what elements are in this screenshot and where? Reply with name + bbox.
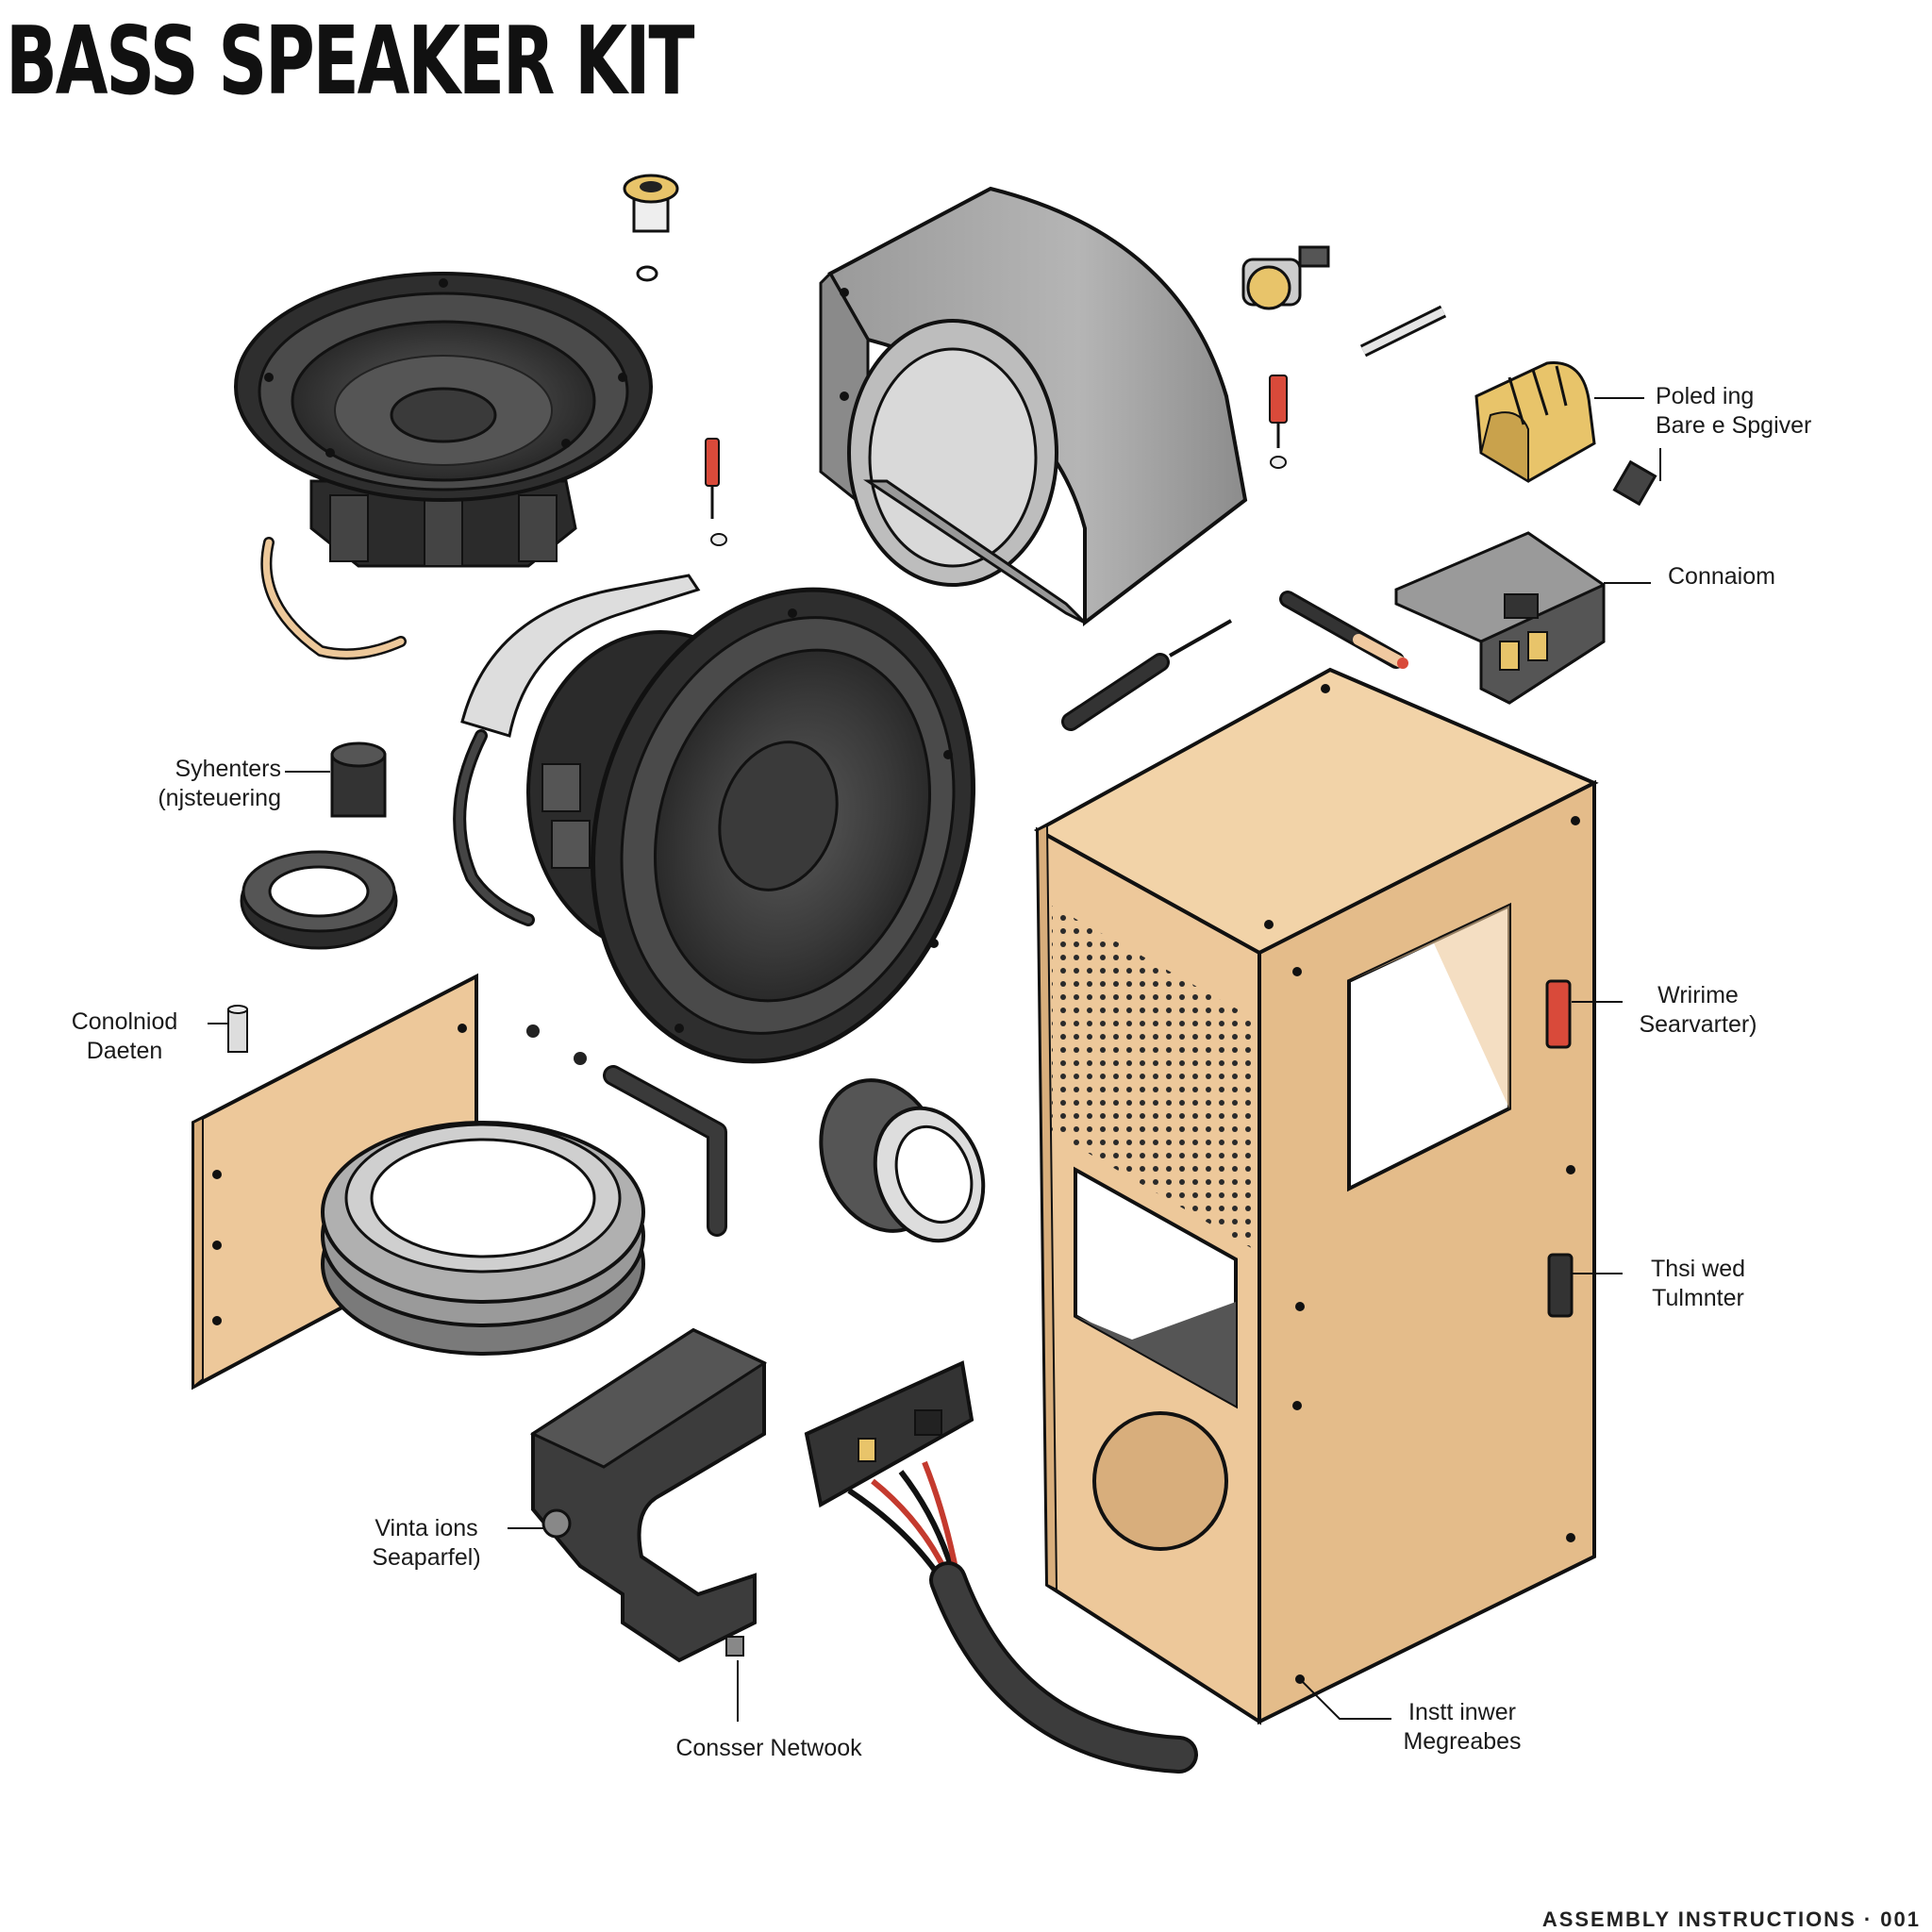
metal-rod (1359, 305, 1447, 358)
brass-connector (1241, 245, 1330, 310)
woofer-large (526, 587, 976, 1064)
red-pin-left (705, 438, 727, 546)
woofer-small (234, 272, 653, 568)
label-thsi-wed: Thsi wed Tulmnter (1627, 1255, 1769, 1313)
label-line: Conolniod (71, 1008, 178, 1035)
clamp-arc (453, 574, 701, 926)
metal-ring (321, 1121, 645, 1356)
rubber-ring (240, 850, 398, 950)
gasket-arc (260, 537, 407, 660)
brass-terminal-cap (623, 174, 679, 282)
label-wririme: Wririme Searvarter) (1627, 981, 1769, 1040)
wood-cabinet (1033, 667, 1599, 1725)
page-title: BASS SPEAKER KIT (6, 6, 694, 116)
screwdriver (1061, 619, 1232, 731)
leader-lines (208, 397, 1661, 1722)
label-instt-inwer: Instt inwer Megreabes (1387, 1698, 1538, 1757)
pen-tool (1279, 591, 1408, 669)
label-conolniod-daeten: Conolniod Daeten (49, 1008, 200, 1066)
magnet-block (330, 741, 387, 818)
amp-bracket (529, 1327, 768, 1663)
label-line: Vinta ions (375, 1515, 478, 1541)
port-tube (819, 1078, 986, 1243)
small-cylinder (227, 1005, 248, 1053)
crossover-cable (804, 1360, 1198, 1774)
label-syhenters: Syhenters (njsteuering (132, 755, 281, 813)
port-grille (1474, 361, 1657, 507)
label-line: Megreabes (1403, 1728, 1522, 1755)
label-line: Bare e Spgiver (1656, 412, 1812, 439)
label-line: Seaparfel) (372, 1544, 481, 1571)
label-poled-bare-spgiver: Poled ing Bare e Spgiver (1656, 382, 1811, 441)
label-line: Searvarter) (1639, 1011, 1757, 1038)
gray-hood (819, 186, 1248, 627)
label-line: Tulmnter (1652, 1285, 1744, 1311)
label-vinta-ions: Vinta ions Seaparfel) (351, 1514, 502, 1573)
label-line: Daeten (86, 1038, 163, 1064)
label-line: Thsi wed (1650, 1256, 1746, 1282)
connection-panel (1394, 531, 1606, 705)
label-line: Syhenters (175, 756, 281, 782)
label-line: (njsteuering (158, 785, 281, 811)
red-pin-right (1269, 375, 1288, 469)
washers (526, 1024, 587, 1065)
footer-note: ASSEMBLY INSTRUCTIONS · 001 (1541, 1907, 1921, 1931)
label-line: Instt inwer (1408, 1699, 1516, 1725)
label-line: Wririme (1657, 982, 1739, 1008)
label-line: Poled ing (1656, 383, 1755, 409)
label-line: Consser Netwook (675, 1735, 862, 1761)
label-connaiom: Connaiom (1668, 562, 1775, 591)
label-line: Connaiom (1668, 563, 1775, 590)
hex-key (603, 1065, 727, 1237)
label-consser-netwook: Consser Netwook (651, 1734, 887, 1763)
